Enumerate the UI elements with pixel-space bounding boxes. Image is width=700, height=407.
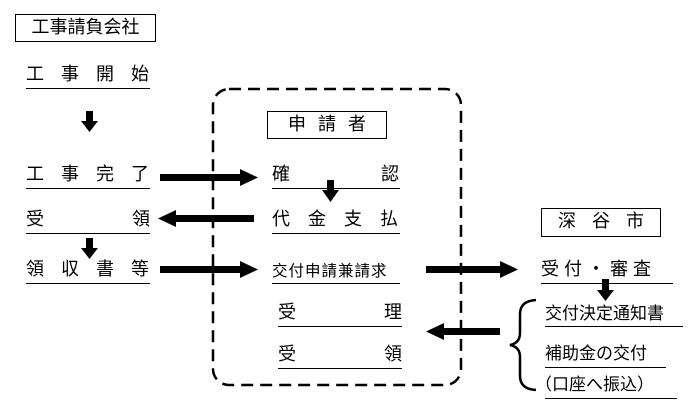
left-arrow-icon	[158, 210, 254, 227]
applicant-dashed-boundary	[211, 87, 463, 387]
applicant-request: 交付申請兼請求	[272, 260, 400, 282]
applicant-title-box: 申請者	[267, 111, 387, 139]
applicant-confirm-label: 確認	[272, 164, 490, 185]
contractor-complete-label: 工事完了	[26, 164, 166, 185]
underline	[272, 283, 400, 284]
underline	[545, 398, 677, 399]
contractor-start-label: 工事開始	[26, 64, 166, 85]
city-grant: 補助金の交付	[545, 343, 647, 365]
underline	[272, 188, 400, 189]
right-arrow-icon	[160, 261, 258, 278]
underline	[26, 233, 150, 234]
right-arrow-icon	[426, 261, 518, 278]
underline	[545, 326, 683, 327]
underline	[26, 88, 150, 89]
underline	[26, 283, 150, 284]
applicant-accept: 受理	[278, 302, 402, 324]
contractor-receipt-docs: 領収書等	[26, 259, 150, 281]
applicant-payment: 代金支払	[272, 209, 400, 231]
contractor-title-box: 工事請負会社	[15, 14, 156, 42]
contractor-receive: 受領	[26, 209, 150, 231]
contractor-complete: 工事完了	[26, 164, 150, 186]
underline	[278, 368, 402, 369]
city-review-label: 受付・審査	[541, 259, 656, 280]
applicant-request-label: 交付申請兼請求	[272, 262, 388, 280]
city-transfer: （口座へ振込）	[535, 374, 654, 396]
underline	[278, 326, 402, 327]
city-notice-label: 交付決定通知書	[545, 304, 664, 324]
contractor-start: 工事開始	[26, 64, 150, 86]
contractor-receipt-docs-label: 領収書等	[26, 259, 166, 280]
right-arrow-icon	[160, 169, 258, 186]
applicant-accept-label: 受理	[278, 302, 490, 323]
underline	[272, 233, 400, 234]
down-arrow-icon	[81, 111, 98, 132]
city-transfer-label: （口座へ振込）	[535, 375, 654, 395]
down-arrow-icon	[322, 180, 339, 202]
applicant-payment-label: 代金支払	[272, 209, 416, 230]
contractor-title: 工事請負会社	[31, 17, 140, 38]
applicant-title: 申請者	[288, 114, 378, 135]
applicant-receive: 受領	[278, 344, 402, 366]
down-arrow-icon	[597, 279, 614, 301]
applicant-confirm: 確認	[272, 164, 400, 186]
left-arrow-icon	[426, 323, 500, 340]
down-arrow-icon	[81, 238, 98, 259]
contractor-receive-label: 受領	[26, 209, 238, 230]
city-title: 深谷市	[558, 211, 660, 232]
city-title-box: 深谷市	[541, 208, 661, 237]
underline	[545, 367, 666, 368]
applicant-receive-label: 受領	[278, 344, 490, 365]
underline	[541, 283, 673, 284]
city-grant-label: 補助金の交付	[545, 344, 647, 364]
city-notice: 交付決定通知書	[545, 303, 664, 325]
left-brace-icon	[509, 298, 537, 392]
city-review: 受付・審査	[541, 259, 673, 281]
underline	[26, 188, 150, 189]
